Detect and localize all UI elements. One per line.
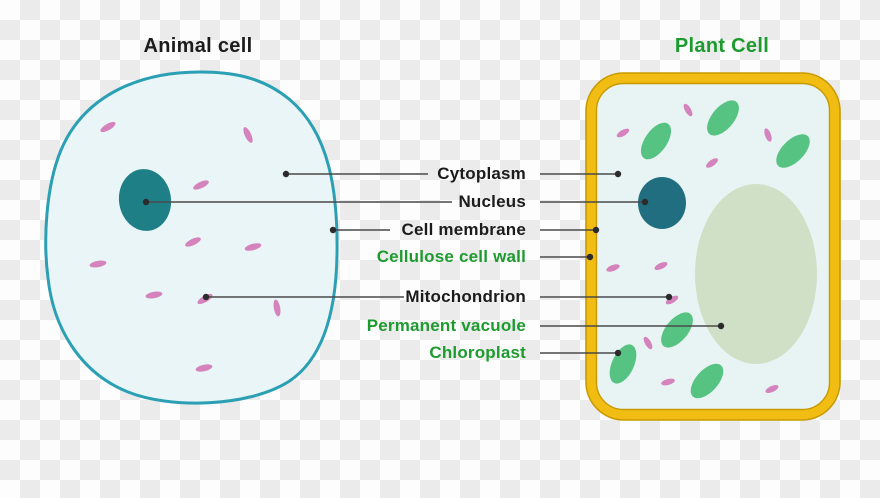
- mitochondrion-shape: [273, 299, 281, 317]
- cytoplasm-dot-animal: [282, 170, 290, 178]
- plant-cell: [585, 72, 841, 421]
- mitochondrion-dot-animal: [202, 293, 210, 301]
- plant-cell-title: Plant Cell: [674, 35, 770, 57]
- chloroplast-shape: [640, 122, 672, 160]
- cellulose-cell-wall-dot: [586, 253, 594, 261]
- mitochondrion-shape: [654, 261, 668, 271]
- chloroplast-shape: [690, 363, 724, 399]
- mitochondrion-shape: [606, 264, 620, 272]
- label-cell-membrane: Cell membrane: [401, 220, 526, 239]
- mitochondrion-shape: [145, 291, 163, 299]
- mitochondrion-shape: [643, 336, 653, 350]
- chloroplast-shape: [707, 100, 739, 136]
- cytoplasm-dot-plant: [614, 170, 622, 178]
- mitochondrion-shape: [683, 103, 693, 117]
- animal-cell-membrane-shape: [44, 70, 339, 405]
- chloroplast-dot: [614, 349, 622, 357]
- mitochondrion-shape: [706, 158, 718, 168]
- label-nucleus: Nucleus: [458, 192, 526, 211]
- mitochondrion-shape: [765, 384, 779, 394]
- mitochondrion-shape: [100, 121, 116, 133]
- mitochondrion-shape: [193, 180, 209, 190]
- label-mitochondrion: Mitochondrion: [405, 287, 526, 306]
- mitochondrion-dot-plant: [665, 293, 673, 301]
- cell-membrane-dot-animal: [329, 226, 337, 234]
- animal-cell: [44, 70, 339, 405]
- mitochondrion-shape: [764, 128, 772, 142]
- cell-membrane-dot-plant: [592, 226, 600, 234]
- nucleus-dot-animal: [142, 198, 150, 206]
- label-cellulose-cell-wall: Cellulose cell wall: [376, 247, 526, 266]
- nucleus-dot-plant: [641, 198, 649, 206]
- plant-mitochondria: [606, 103, 779, 394]
- mitochondrion-shape: [616, 128, 630, 138]
- mitochondrion-shape: [665, 295, 679, 305]
- leader-lines: [142, 170, 725, 357]
- mitochondrion-shape: [661, 378, 675, 386]
- mitochondrion-shape: [185, 237, 201, 247]
- animal-cell-title: Animal cell: [143, 35, 253, 57]
- chloroplast-shape: [776, 134, 810, 168]
- permanent-vacuole-shape: [695, 184, 817, 364]
- permanent-vacuole-dot: [717, 322, 725, 330]
- label-permanent-vacuole: Permanent vacuole: [366, 316, 526, 335]
- mitochondrion-shape: [244, 243, 262, 251]
- label-cytoplasm: Cytoplasm: [437, 164, 526, 183]
- chloroplast-shape: [661, 312, 693, 348]
- plant-chloroplasts: [609, 100, 810, 399]
- mitochondrion-shape: [89, 260, 107, 268]
- mitochondrion-shape: [195, 364, 213, 372]
- label-chloroplast: Chloroplast: [429, 343, 526, 362]
- plant-nucleus-shape: [638, 177, 686, 229]
- mitochondrion-shape: [243, 127, 253, 143]
